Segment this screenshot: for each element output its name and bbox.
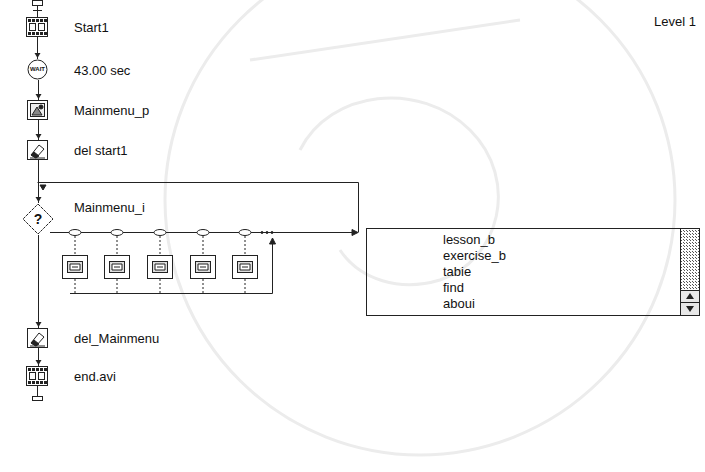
list-item: lesson_b — [443, 232, 495, 248]
flowline-connector — [36, 120, 42, 140]
flowline-end — [33, 386, 43, 401]
flowline-connector — [36, 160, 42, 203]
movie-node: Start1 — [26, 17, 111, 37]
icon-label: Mainmenu_i — [74, 200, 145, 215]
list-item: tabie — [443, 264, 471, 280]
interaction-loop — [38, 183, 359, 236]
icon-label: Mainmenu_p — [74, 103, 149, 118]
scrollbar — [681, 229, 700, 316]
flowline-connector — [35, 37, 41, 59]
icon-text: WAIT — [30, 66, 45, 73]
branch-points — [69, 230, 273, 236]
interaction-node: ? Mainmenu_i — [22, 203, 147, 235]
display-node: Mainmenu_p — [27, 100, 152, 120]
list-box: lesson_bexercise_btabiefindaboui — [366, 228, 700, 316]
list-item: aboui — [443, 296, 475, 312]
flowline-connector — [36, 80, 42, 100]
list-item: find — [443, 280, 464, 296]
movie-icon — [26, 17, 48, 37]
display-icon — [27, 100, 48, 120]
erase-icon — [27, 140, 48, 160]
movie-icon — [26, 366, 48, 386]
branch-lines — [75, 236, 245, 293]
return-lines — [70, 238, 276, 294]
erase-node: del_Mainmenu — [27, 328, 162, 348]
icon-label: 43.00 sec — [74, 63, 130, 78]
flowline-connector — [36, 348, 42, 366]
level-label: Level 1 — [654, 14, 696, 29]
icon-text: ? — [34, 211, 43, 227]
flowline-connector — [36, 235, 42, 328]
list-item: exercise_b — [443, 248, 506, 264]
erase-node: del start1 — [27, 140, 130, 160]
movie-node: end.avi — [26, 366, 118, 386]
icon-label: del_Mainmenu — [74, 331, 159, 346]
wait-node: WAIT 43.00 sec — [27, 59, 133, 80]
erase-icon — [27, 328, 48, 348]
map-icons — [63, 256, 258, 279]
icon-label: Start1 — [74, 20, 109, 35]
flowline-start — [33, 1, 43, 18]
icon-label: end.avi — [74, 369, 116, 384]
icon-label: del start1 — [74, 143, 127, 158]
